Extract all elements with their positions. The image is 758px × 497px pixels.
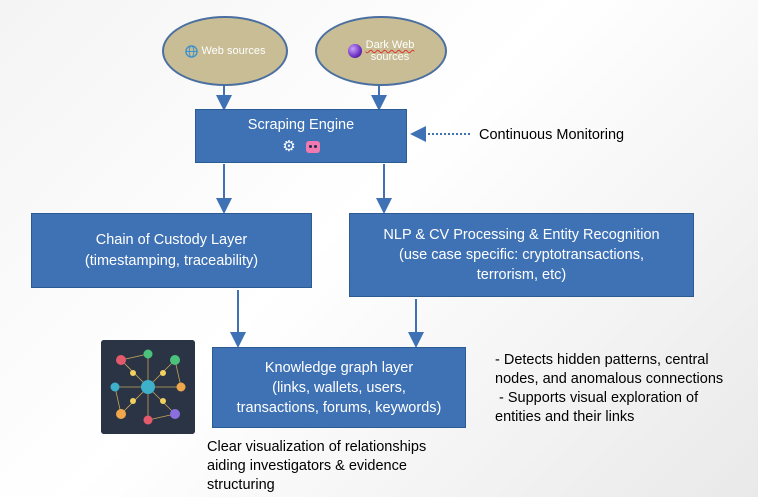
capabilities-note-line1: - Detects hidden patterns, central xyxy=(495,352,709,368)
web-sources-node: Web sources xyxy=(162,16,288,86)
gear-icon: ⚙ xyxy=(282,138,296,155)
custody-subtitle: (timestamping, traceability) xyxy=(84,252,259,269)
scraping-engine-title: Scraping Engine xyxy=(247,117,355,133)
kg-subtitle-2: transactions, forums, keywords) xyxy=(236,399,442,416)
scraping-engine-box: Scraping Engine ⚙ xyxy=(195,109,407,163)
robot-icon xyxy=(305,141,320,154)
dark-web-sources-node: Dark Web sources xyxy=(315,16,447,86)
visualization-note: Clear visualization of relationships aid… xyxy=(207,438,426,495)
network-graph-image xyxy=(101,340,195,434)
chain-of-custody-box: Chain of Custody Layer (timestamping, tr… xyxy=(31,213,312,288)
web-sources-label: Web sources xyxy=(201,44,266,57)
nlp-cv-box: NLP & CV Processing & Entity Recognition… xyxy=(349,213,694,297)
visualization-note-line1: Clear visualization of relationships xyxy=(207,439,427,455)
dark-web-label-line2: sources xyxy=(370,51,410,63)
visualization-note-line3: structuring xyxy=(207,477,275,493)
capabilities-note-line3: - Supports visual exploration of xyxy=(495,390,699,406)
nlp-title: NLP & CV Processing & Entity Recognition xyxy=(383,227,660,243)
dark-web-orb-icon xyxy=(347,44,362,58)
nlp-subtitle-2: terrorism, etc) xyxy=(476,267,567,283)
continuous-monitoring-label: Continuous Monitoring xyxy=(479,127,625,143)
capabilities-note-line2: nodes, and anomalous connections xyxy=(495,371,724,387)
custody-title: Chain of Custody Layer xyxy=(95,231,248,248)
capabilities-note: - Detects hidden patterns, central nodes… xyxy=(495,351,723,427)
dark-web-label-line1: Dark Web xyxy=(365,38,415,51)
knowledge-graph-box: Knowledge graph layer (links, wallets, u… xyxy=(212,347,466,428)
kg-title: Knowledge graph layer xyxy=(264,359,414,376)
nlp-subtitle-1: (use case specific: cryptotransactions, xyxy=(399,247,644,263)
visualization-note-line2: aiding investigators & evidence xyxy=(207,458,407,474)
capabilities-note-line4: entities and their links xyxy=(495,409,635,425)
globe-icon xyxy=(184,44,198,58)
kg-subtitle-1: (links, wallets, users, xyxy=(272,379,406,396)
